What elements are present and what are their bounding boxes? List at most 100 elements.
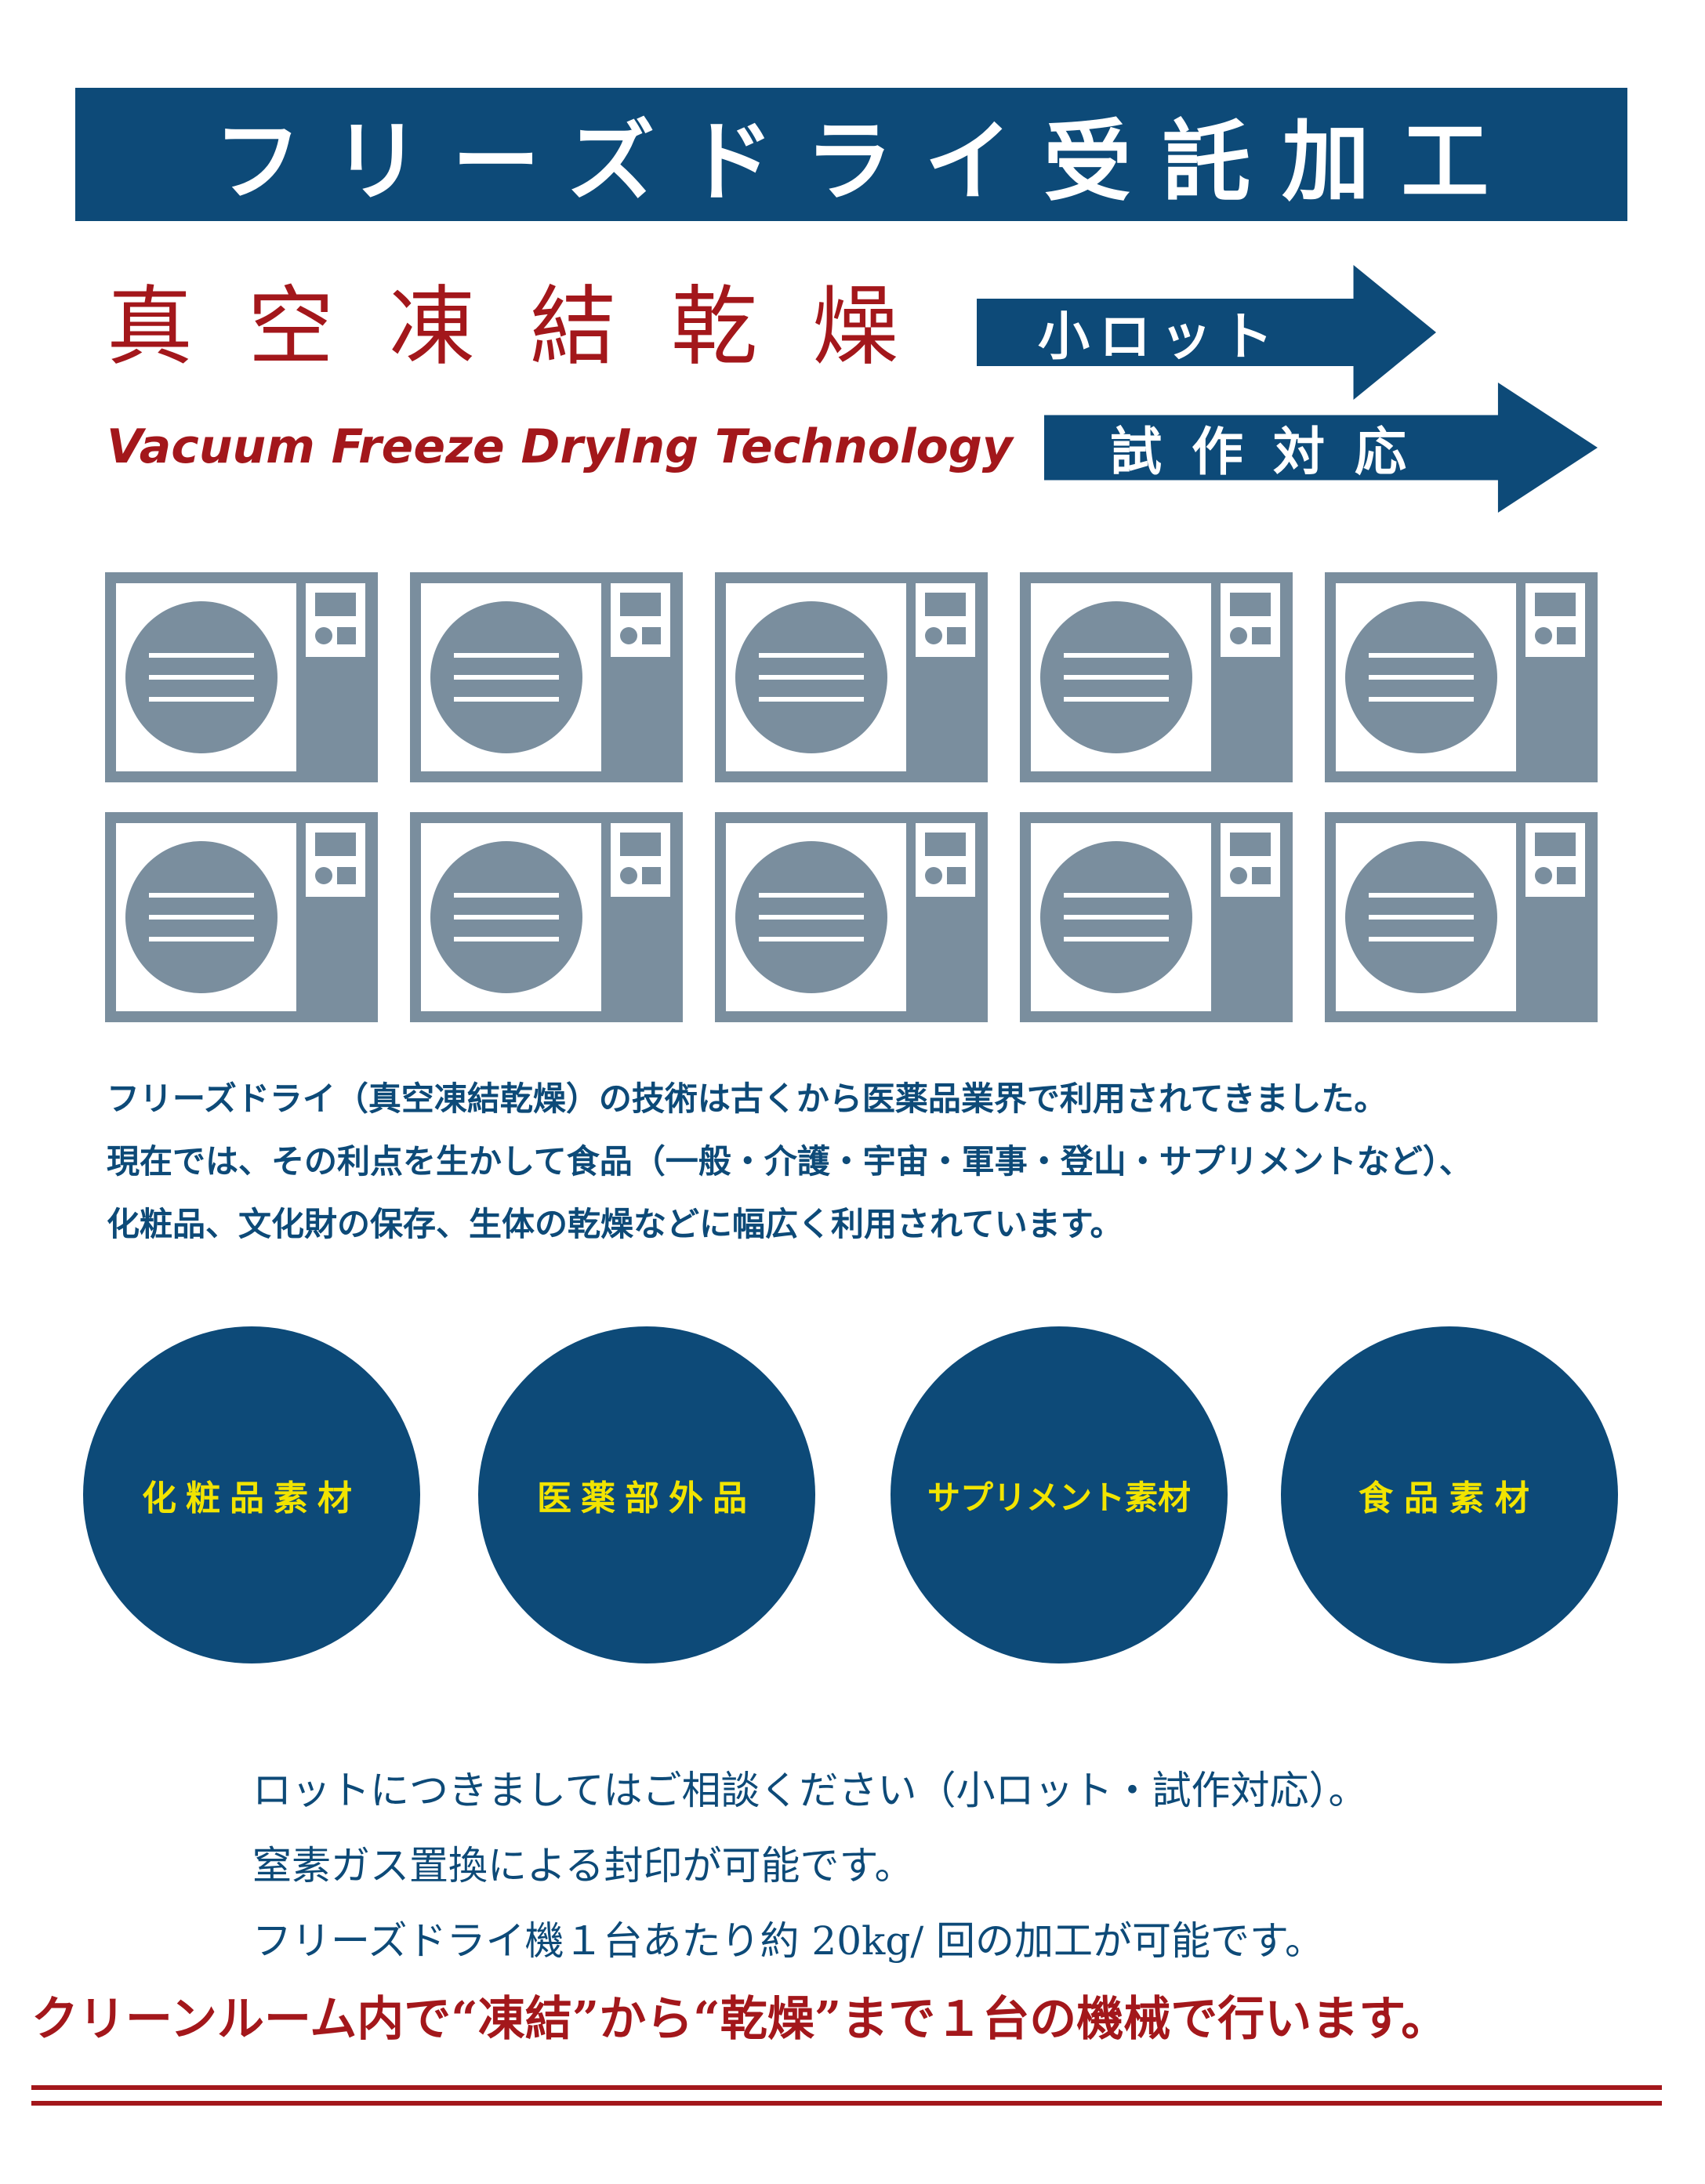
panel-btn-icon xyxy=(642,627,661,644)
panel-knob-icon xyxy=(620,867,637,884)
category-circle-quasi-drugs: 医薬部外品 xyxy=(478,1326,815,1663)
machine-door-icon xyxy=(1040,601,1192,753)
door-slat xyxy=(759,675,864,680)
banner-title: フリーズドライ受託加工 xyxy=(213,111,1521,213)
door-slat xyxy=(759,697,864,702)
panel-screen-icon xyxy=(1230,593,1271,616)
footer-message: クリーンルーム内で“凍結”から“乾燥”まで１台の機械で行います。 xyxy=(31,1992,1449,2047)
panel-btn-icon xyxy=(1557,867,1576,884)
arrow-prototype: 試作対応 xyxy=(1044,383,1598,513)
door-slat xyxy=(759,937,864,941)
door-slat xyxy=(1369,937,1474,941)
notes-block: ロットにつきましてはご相談ください（小ロット・試作対応）。 窒素ガス置換による封… xyxy=(252,1753,1663,1979)
machine-door-icon xyxy=(1040,841,1192,993)
door-slat xyxy=(149,915,254,920)
panel-screen-icon xyxy=(620,593,661,616)
door-slat xyxy=(1369,697,1474,702)
arrow-prototype-label: 試作対応 xyxy=(1110,422,1436,482)
machine-front xyxy=(116,583,296,771)
freeze-dryer-machine-icon xyxy=(410,572,683,782)
machine-front xyxy=(726,823,906,1011)
machine-door-icon xyxy=(430,841,582,993)
panel-screen-icon xyxy=(620,833,661,856)
door-slat xyxy=(1369,653,1474,658)
machine-front xyxy=(421,583,601,771)
machine-control-panel xyxy=(1221,583,1280,657)
door-slat xyxy=(1064,915,1169,920)
panel-btn-icon xyxy=(947,627,966,644)
freeze-dryer-machine-icon xyxy=(1020,572,1293,782)
arrow-small-lot: 小ロット xyxy=(977,265,1436,400)
panel-btn-icon xyxy=(337,627,356,644)
category-label: 医薬部外品 xyxy=(537,1478,756,1518)
intro-line: 現在では、その利点を生かして食品（一般・介護・宇宙・軍事・登山・サプリメントなど… xyxy=(107,1142,1472,1181)
category-label: 食品素材 xyxy=(1359,1478,1540,1518)
machine-control-panel xyxy=(1221,823,1280,897)
panel-screen-icon xyxy=(1230,833,1271,856)
panel-knob-icon xyxy=(315,627,332,644)
door-slat xyxy=(1064,893,1169,898)
category-circle-cosmetics: 化粧品素材 xyxy=(83,1326,420,1663)
panel-knob-icon xyxy=(1535,867,1552,884)
machine-door-icon xyxy=(735,841,887,993)
footer-rule-bottom xyxy=(31,2101,1662,2106)
door-slat xyxy=(759,653,864,658)
freeze-dryer-machine-icon xyxy=(1325,812,1598,1022)
machine-door-icon xyxy=(1345,601,1497,753)
panel-screen-icon xyxy=(1535,593,1576,616)
door-slat xyxy=(1369,915,1474,920)
note-line: フリーズドライ機１台あたり約 20kg/ 回の加工が可能です。 xyxy=(252,1918,1325,1964)
machine-control-panel xyxy=(916,823,975,897)
panel-btn-icon xyxy=(1252,867,1271,884)
freeze-dryer-machine-icon xyxy=(1020,812,1293,1022)
machine-control-panel xyxy=(306,823,365,897)
panel-knob-icon xyxy=(925,867,942,884)
machine-door-icon xyxy=(125,841,278,993)
panel-screen-icon xyxy=(315,833,356,856)
category-label: サプリメント素材 xyxy=(927,1478,1191,1517)
machine-control-panel xyxy=(611,823,670,897)
heading-en: Vacuum Freeze DryIng Technology xyxy=(107,419,1013,474)
machine-control-panel xyxy=(306,583,365,657)
intro-line: フリーズドライ（真空凍結乾燥）の技術は古くから医薬品業界で利用されてきました。 xyxy=(107,1079,1388,1118)
panel-btn-icon xyxy=(947,867,966,884)
machine-door-icon xyxy=(430,601,582,753)
category-circle-food: 食品素材 xyxy=(1281,1326,1618,1663)
door-slat xyxy=(454,697,559,702)
category-circle-supplements: サプリメント素材 xyxy=(891,1326,1228,1663)
note-line: ロットにつきましてはご相談ください（小ロット・試作対応）。 xyxy=(252,1768,1368,1813)
door-slat xyxy=(454,653,559,658)
door-slat xyxy=(1369,675,1474,680)
door-slat xyxy=(149,653,254,658)
arrow-small-lot-label: 小ロット xyxy=(1038,307,1282,367)
door-slat xyxy=(454,893,559,898)
machine-door-icon xyxy=(1345,841,1497,993)
panel-screen-icon xyxy=(1535,833,1576,856)
machine-control-panel xyxy=(916,583,975,657)
machine-front xyxy=(726,583,906,771)
freeze-dryer-machine-icon xyxy=(715,572,988,782)
freeze-dryer-machine-icon xyxy=(410,812,683,1022)
machine-front xyxy=(1031,583,1211,771)
panel-btn-icon xyxy=(1252,627,1271,644)
machine-front xyxy=(421,823,601,1011)
panel-knob-icon xyxy=(620,627,637,644)
freeze-dryer-machine-icon xyxy=(1325,572,1598,782)
machine-grid xyxy=(105,572,1601,1022)
freeze-dryer-machine-icon xyxy=(105,572,378,782)
door-slat xyxy=(149,937,254,941)
machine-control-panel xyxy=(611,583,670,657)
door-slat xyxy=(1064,653,1169,658)
door-slat xyxy=(149,675,254,680)
door-slat xyxy=(759,893,864,898)
category-label: 化粧品素材 xyxy=(142,1478,361,1518)
door-slat xyxy=(454,675,559,680)
door-slat xyxy=(454,937,559,941)
machine-front xyxy=(1031,823,1211,1011)
panel-screen-icon xyxy=(315,593,356,616)
panel-knob-icon xyxy=(925,627,942,644)
panel-knob-icon xyxy=(1230,867,1247,884)
freeze-dryer-machine-icon xyxy=(105,812,378,1022)
panel-screen-icon xyxy=(925,593,966,616)
panel-btn-icon xyxy=(1557,627,1576,644)
